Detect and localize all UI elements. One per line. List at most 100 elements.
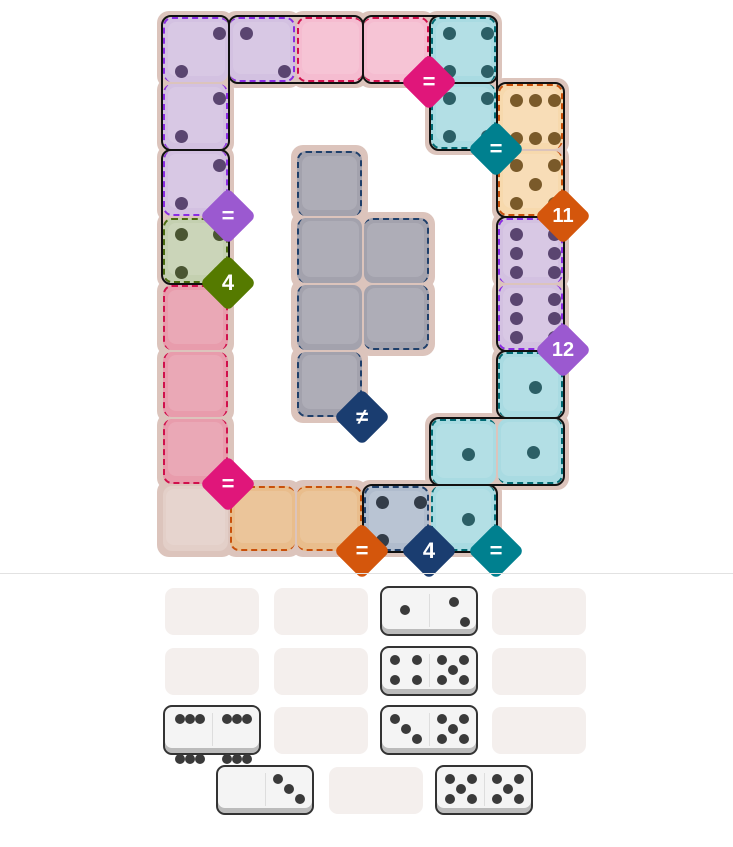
pip (175, 714, 185, 724)
domino-divider (429, 713, 430, 746)
pip (175, 754, 185, 764)
domino-half (429, 707, 476, 750)
badge-label: 4 (422, 538, 436, 563)
badge-label: = (422, 69, 436, 94)
board-cell[interactable] (297, 218, 362, 283)
board-cell[interactable] (431, 419, 496, 484)
board-cell[interactable] (498, 419, 563, 484)
domino-half (218, 767, 265, 810)
pip (242, 714, 252, 724)
board-cell[interactable] (297, 352, 362, 417)
pip (529, 132, 542, 145)
pip (376, 496, 389, 509)
cell-face (235, 491, 292, 543)
board-cell[interactable] (364, 285, 429, 350)
board-cell[interactable] (364, 218, 429, 283)
pip (445, 774, 455, 784)
pip (460, 617, 470, 627)
badge-label: = (489, 136, 503, 161)
pip (510, 94, 523, 107)
pip (213, 92, 226, 105)
pip (185, 714, 195, 724)
pip (548, 94, 561, 107)
pip (481, 65, 494, 78)
pip (232, 714, 242, 724)
pip (527, 446, 540, 459)
empty-tray-slot (165, 588, 259, 635)
board-cell[interactable] (498, 218, 563, 283)
pip (400, 605, 410, 615)
empty-tray-slot (329, 767, 423, 814)
board-cell[interactable] (230, 17, 295, 82)
pip (492, 774, 502, 784)
pip (401, 724, 411, 734)
pip (548, 132, 561, 145)
pip (273, 774, 283, 784)
board-cell[interactable] (297, 151, 362, 216)
pip (175, 65, 188, 78)
pip (390, 655, 400, 665)
pip (514, 774, 524, 784)
pip (529, 178, 542, 191)
pip (510, 312, 523, 325)
pip (548, 247, 561, 260)
tray-domino[interactable] (216, 765, 314, 815)
pip (467, 794, 477, 804)
pip (529, 381, 542, 394)
domino-half (382, 648, 429, 691)
cell-face (168, 290, 223, 344)
pip (195, 754, 205, 764)
tray-domino[interactable] (435, 765, 533, 815)
pip (448, 665, 458, 675)
pip (510, 331, 523, 344)
pip (548, 159, 561, 172)
pip (175, 197, 188, 210)
pip (195, 714, 205, 724)
pip (437, 714, 447, 724)
tray-domino[interactable] (163, 705, 261, 764)
tray-domino[interactable] (380, 705, 478, 755)
domino-divider (429, 594, 430, 627)
domino-half (265, 767, 312, 810)
board-cell[interactable] (163, 84, 228, 149)
badge-label: = (221, 203, 235, 228)
region-constraint-badge: = (199, 455, 257, 513)
empty-tray-slot (274, 648, 368, 695)
pip (548, 266, 561, 279)
pip (492, 794, 502, 804)
board-cell[interactable] (163, 352, 228, 417)
cell-face (300, 491, 357, 543)
board-cell[interactable] (297, 17, 362, 82)
pip (390, 675, 400, 685)
pip (481, 92, 494, 105)
board-cell[interactable] (498, 84, 563, 149)
tray-domino[interactable] (380, 586, 478, 636)
region-constraint-badge: 4 (400, 522, 458, 580)
pip (213, 159, 226, 172)
board-cell[interactable] (431, 17, 496, 82)
pip (548, 312, 561, 325)
pip (412, 675, 422, 685)
domino-half (429, 648, 476, 691)
pip (443, 130, 456, 143)
region-constraint-badge: = (199, 187, 257, 245)
pip (548, 293, 561, 306)
pip (437, 734, 447, 744)
board-cell[interactable] (163, 218, 228, 283)
region-constraint-badge: 12 (534, 321, 592, 379)
domino-half (212, 707, 259, 764)
empty-tray-slot (274, 588, 368, 635)
pip (510, 293, 523, 306)
cell-face (367, 22, 424, 74)
badge-label: = (221, 471, 235, 496)
region-constraint-badge: = (467, 120, 525, 178)
board-cell[interactable] (297, 285, 362, 350)
board-cell[interactable] (163, 419, 228, 484)
board-cell[interactable] (163, 17, 228, 82)
pip (175, 130, 188, 143)
pip (459, 675, 469, 685)
board-cell[interactable] (364, 17, 429, 82)
tray-domino[interactable] (380, 646, 478, 696)
pip (445, 794, 455, 804)
